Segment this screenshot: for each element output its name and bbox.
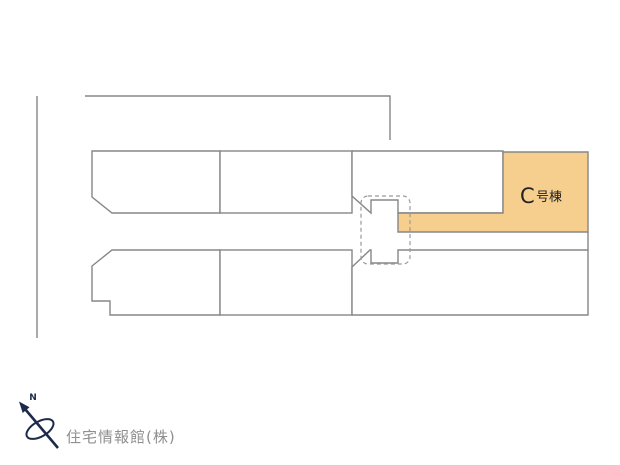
compass-north-icon: N xyxy=(19,393,59,449)
lot-bottom-2 xyxy=(219,249,353,316)
lot-top-3 xyxy=(351,150,504,215)
lot-c-label-letter: C xyxy=(520,184,535,208)
site-boundary-top-line xyxy=(85,95,391,140)
lot-top-2 xyxy=(219,150,353,214)
lot-top-1 xyxy=(91,150,221,214)
credit-text: 住宅情報館(株) xyxy=(66,428,176,446)
lot-bottom-3 xyxy=(351,249,589,316)
lot-c-highlight xyxy=(397,151,589,233)
lot-c-label-suffix: 号棟 xyxy=(536,190,562,205)
compass-arrowhead xyxy=(19,401,30,413)
lot-bottom-1 xyxy=(91,249,221,316)
compass-needle xyxy=(24,408,59,449)
turnaround-dashed-outline xyxy=(360,195,411,265)
compass-north-label: N xyxy=(29,393,37,403)
